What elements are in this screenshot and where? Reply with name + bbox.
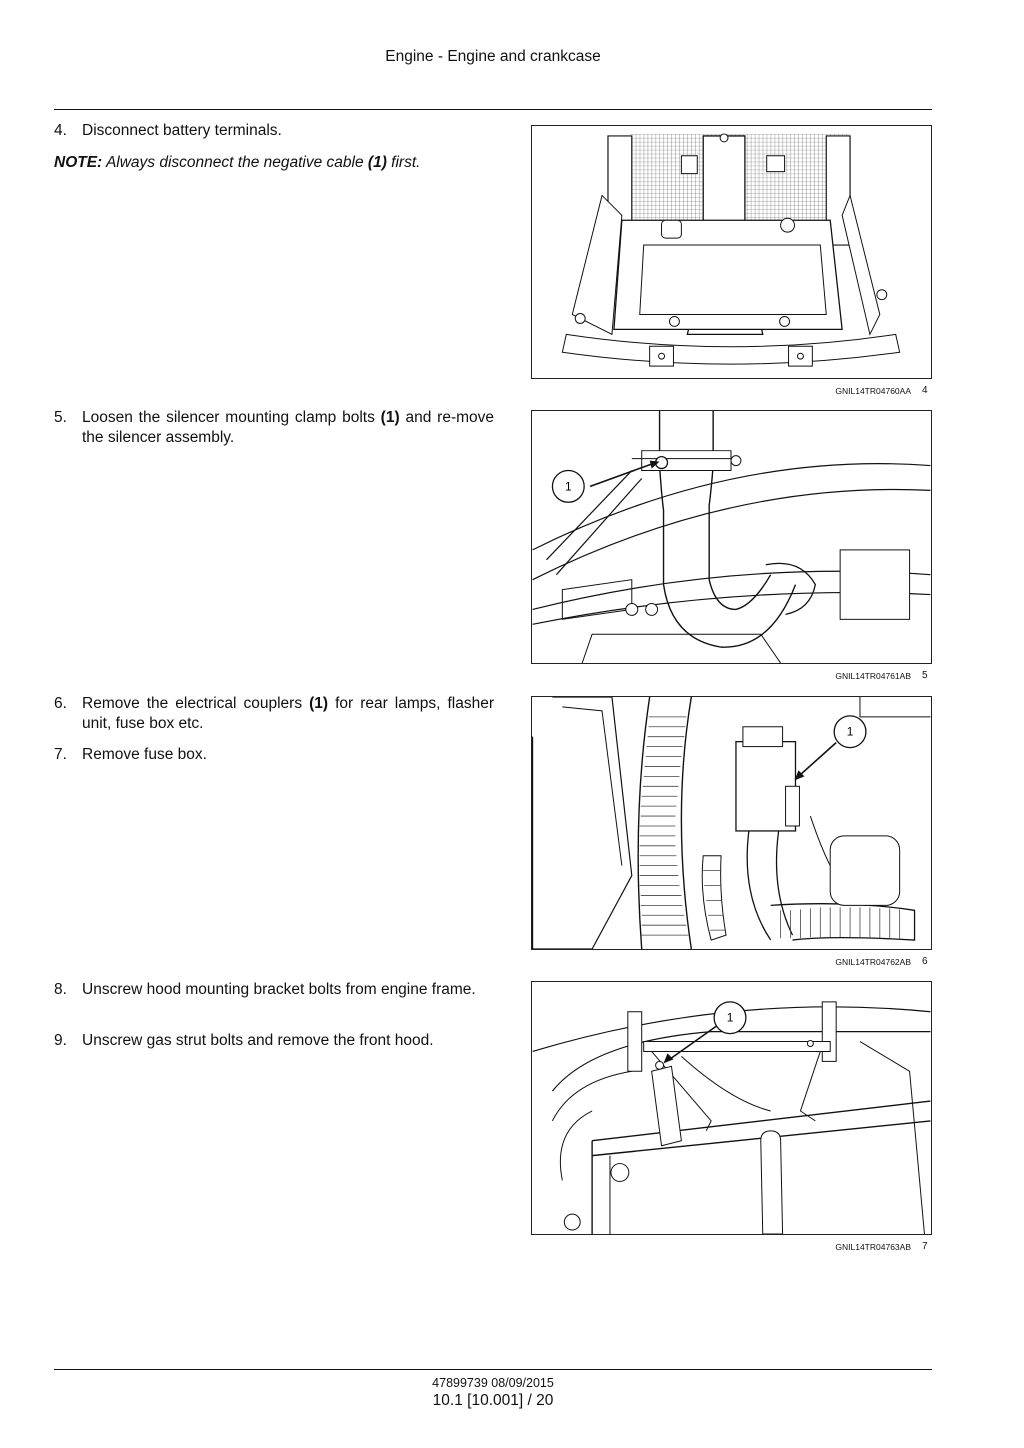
callout-circle <box>713 1001 747 1035</box>
step-text-part-end: and re-move the silencer assembly. <box>82 409 495 446</box>
note-ref: (1) <box>367 154 387 171</box>
leader-line <box>669 1025 718 1061</box>
step-number: 4. <box>54 122 67 139</box>
step-ref: (1) <box>380 409 400 426</box>
figure-number: 7 <box>922 1241 928 1252</box>
figure-ref-code: GNIL14TR04762AB <box>835 957 911 967</box>
note-label: NOTE: <box>54 154 103 171</box>
step-5: 5. Loosen the silencer mounting clamp bo… <box>54 408 494 448</box>
figure-electrical-couplers: 1 <box>531 696 932 950</box>
figure-hood-bracket: 1 <box>531 981 932 1235</box>
figure-ref-code: GNIL14TR04760AA <box>835 386 911 396</box>
couplers-illustration: 1 <box>532 697 931 949</box>
step-number: 7. <box>54 746 67 763</box>
footer-page-ref: 10.1 [10.001] / 20 <box>432 1392 554 1409</box>
footer-divider <box>54 1369 932 1370</box>
header-divider <box>54 109 932 110</box>
step-text: Remove the electrical couplers (1) for r… <box>82 694 494 734</box>
step-number: 9. <box>54 1032 67 1049</box>
figure-ref-code: GNIL14TR04763AB <box>835 1242 911 1252</box>
battery-illustration <box>561 133 901 367</box>
step-7: 7. Remove fuse box. <box>54 745 494 765</box>
leader-line <box>797 742 837 777</box>
step-text: Disconnect battery terminals. <box>82 122 282 139</box>
step-text-part: Loosen the silencer mounting clamp bolts <box>82 409 375 426</box>
note: NOTE: Always disconnect the negative cab… <box>54 154 494 172</box>
step-text: Unscrew gas strut bolts and remove the f… <box>82 1032 434 1049</box>
footer-doc-ref: 47899739 08/09/2015 <box>432 1376 554 1390</box>
step-text: Remove fuse box. <box>82 746 207 763</box>
figure-silencer-clamp: 1 <box>531 410 932 664</box>
callout-label: 1 <box>565 479 572 493</box>
step-ref: (1) <box>309 695 329 712</box>
step-number: 5. <box>54 409 67 426</box>
step-6: 6. Remove the electrical couplers (1) fo… <box>54 694 494 734</box>
figure-number: 4 <box>922 385 928 396</box>
figure-battery-terminals <box>531 125 932 379</box>
figure-number: 6 <box>922 956 928 967</box>
step-text: Unscrew hood mounting bracket bolts from… <box>82 981 476 998</box>
step-number: 8. <box>54 981 67 998</box>
figure-number: 5 <box>922 670 928 681</box>
step-8: 8. Unscrew hood mounting bracket bolts f… <box>54 980 494 1000</box>
figure-ref-code: GNIL14TR04761AB <box>835 671 911 681</box>
callout-circle <box>551 469 585 503</box>
hood-bracket-illustration: 1 <box>532 1001 931 1234</box>
page-header-title: Engine - Engine and crankcase <box>385 48 601 65</box>
callout-label: 1 <box>727 1011 734 1025</box>
silencer-illustration: 1 <box>532 411 931 663</box>
step-text: Loosen the silencer mounting clamp bolts… <box>82 408 494 448</box>
callout-label: 1 <box>847 725 854 739</box>
leader-line <box>589 461 656 488</box>
step-text-part-end: for rear lamps, flasher unit, fuse box e… <box>82 695 495 732</box>
step-4: 4. Disconnect battery terminals. <box>54 121 494 141</box>
note-text: Always disconnect the negative cable <box>105 154 364 171</box>
callout-circle <box>833 715 867 749</box>
step-text-part: Remove the electrical couplers <box>82 695 303 712</box>
note-text-end: first. <box>391 154 421 171</box>
step-number: 6. <box>54 695 67 712</box>
step-9: 9. Unscrew gas strut bolts and remove th… <box>54 1031 494 1051</box>
